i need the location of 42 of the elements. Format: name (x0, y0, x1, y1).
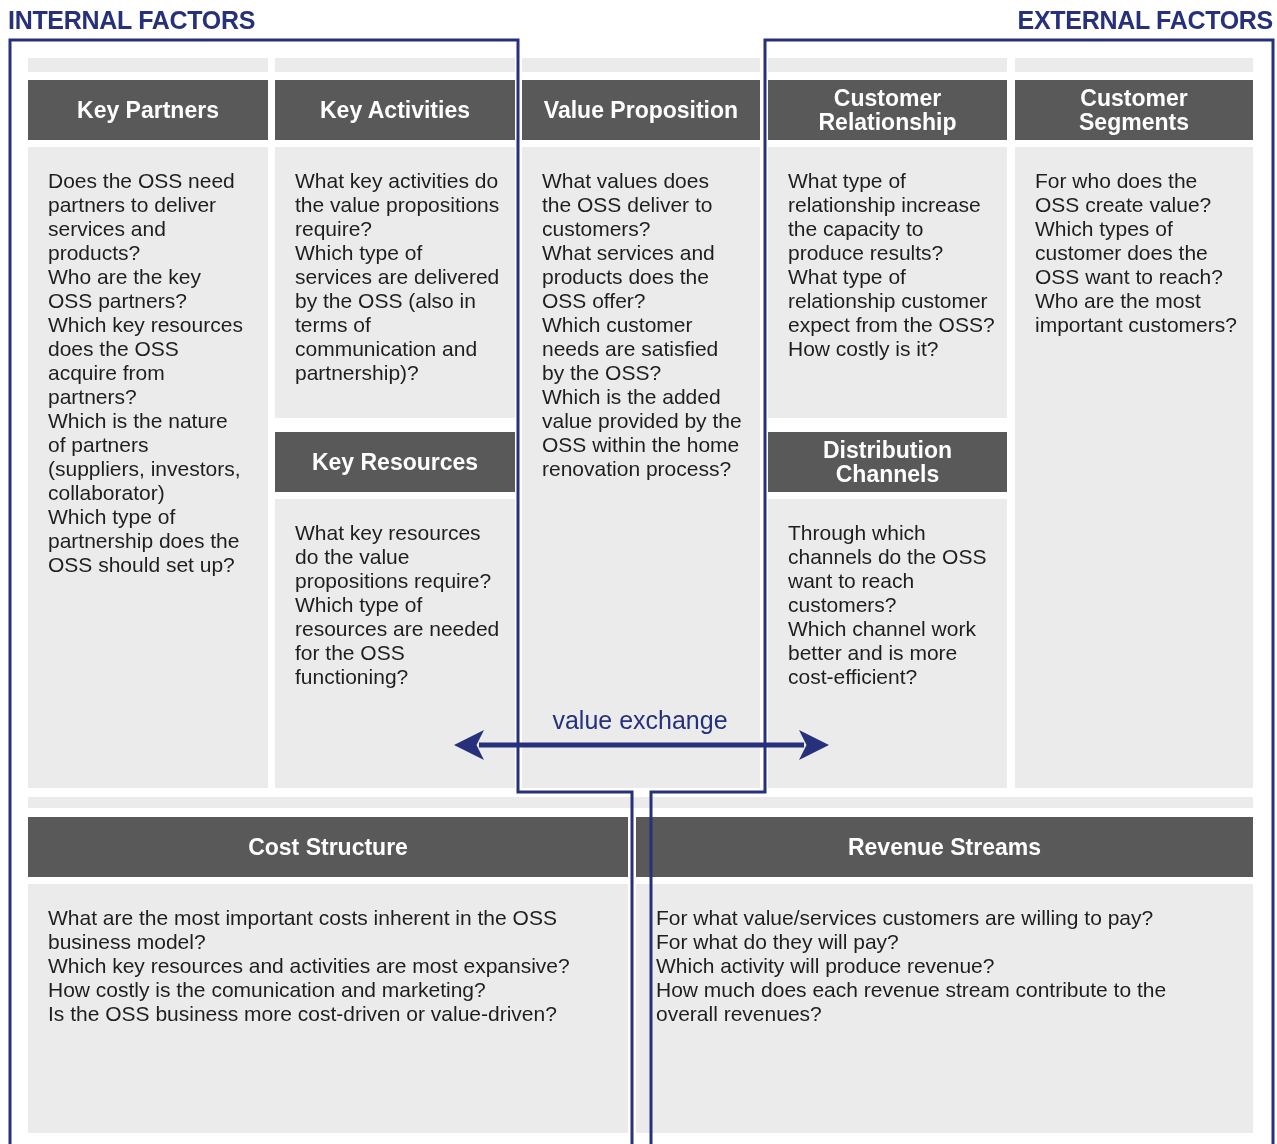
question-text: Through which channels do the OSS want to reach customers? (788, 521, 988, 617)
section-header: Distribution Channels (768, 432, 1007, 492)
question-text: Which activity will produce revenue? (656, 954, 996, 978)
question-text: Who are the key OSS partners? (48, 265, 202, 313)
question-text: For what value/services customers are willing to pay? (656, 906, 1155, 930)
section-header: Value Proposition (522, 80, 760, 140)
edge-label: value exchange (551, 706, 729, 735)
section-header: Key Activities (275, 80, 515, 140)
section-header: Key Resources (275, 432, 515, 492)
question-text: Which type of services are delivered by the OSS (also in terms of communication and partnership)? (295, 241, 501, 385)
section-header: Key Partners (28, 80, 268, 140)
question-text: Which key resources does the OSS acquire from partners? (48, 313, 244, 409)
question-text: Does the OSS need partners to deliver services and products? (48, 169, 236, 265)
section-header: Customer Segments (1015, 80, 1253, 140)
question-text: For who does the OSS create value? (1035, 169, 1213, 217)
section-heading: EXTERNAL FACTORS (1017, 6, 1273, 35)
question-text: How costly is the comunication and marketing? (48, 978, 487, 1002)
question-text: Which types of customer does the OSS want to reach? (1035, 217, 1224, 289)
section-header: Revenue Streams (636, 817, 1253, 877)
question-text: For what do they will pay? (656, 930, 900, 954)
question-text: Is the OSS business more cost-driven or value-driven? (48, 1002, 558, 1026)
section-header: Customer Relationship (768, 80, 1007, 140)
question-text: What are the most important costs inherent in the OSS business model? (48, 906, 558, 954)
question-text: What type of relationship increase the capacity to produce results? (788, 169, 982, 265)
question-text: How much does each revenue stream contribute to the overall revenues? (656, 978, 1168, 1026)
question-text: What key activities do the value propositions require? (295, 169, 501, 241)
question-text: Which type of resources are needed for the OSS functioning? (295, 593, 501, 689)
question-text: Who are the most important customers? (1035, 289, 1238, 337)
question-text: What type of relationship customer expect from the OSS? (788, 265, 996, 337)
question-text: Which is the nature of partners (suppliers, investors, collaborator) (48, 409, 242, 505)
question-text: What values does the OSS deliver to customers? (542, 169, 714, 241)
question-text: Which is the added value provided by the OSS within the home renovation process? (542, 385, 742, 481)
question-text: Which channel work better and is more cost-efficient? (788, 617, 977, 689)
question-text: Which customer needs are satisfied by the OSS? (542, 313, 720, 385)
question-text: Which key resources and activities are most expansive? (48, 954, 571, 978)
question-text: Which type of partnership does the OSS should set up? (48, 505, 241, 577)
section-header: Cost Structure (28, 817, 628, 877)
question-text: What services and products does the OSS offer? (542, 241, 716, 313)
question-text: What key resources do the value propositions require? (295, 521, 493, 593)
section-heading: INTERNAL FACTORS (8, 6, 256, 35)
question-text: How costly is it? (788, 337, 940, 361)
double-arrow (454, 730, 829, 760)
